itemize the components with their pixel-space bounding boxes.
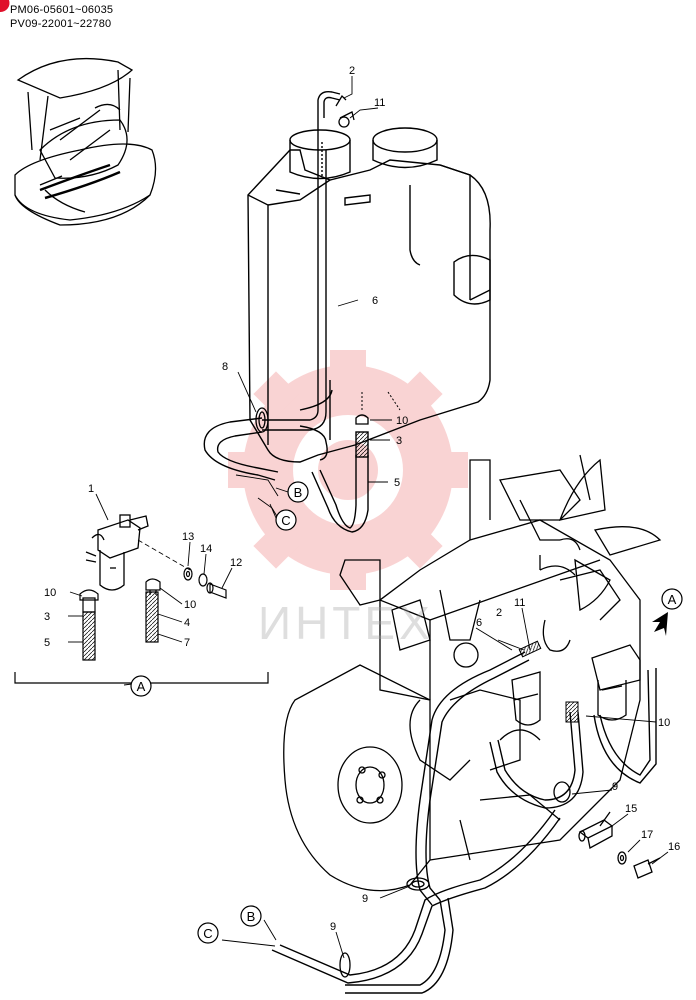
circle-b-bottom-text: B	[247, 909, 256, 924]
callout-3-inset: 3	[44, 611, 50, 623]
clamps-9	[339, 781, 571, 978]
circle-label-c-tank: C	[275, 509, 297, 531]
callout-15: 15	[625, 803, 637, 815]
clamp-11-top	[335, 94, 355, 128]
callout-7: 7	[184, 637, 190, 649]
circle-c-tank-text: C	[281, 513, 290, 528]
washers-bolt	[183, 567, 227, 599]
callout-12: 12	[230, 557, 242, 569]
callout-6-tank: 6	[372, 295, 378, 307]
callout-10-engine: 10	[658, 717, 670, 729]
callout-11-engine: 11	[514, 597, 525, 609]
circle-label-b-tank: B	[287, 481, 309, 503]
engine-fuel-hoses	[271, 651, 657, 994]
callout-11-top: 11	[374, 97, 385, 109]
hose-sleeve-10	[565, 701, 579, 723]
callout-16: 16	[668, 841, 680, 853]
bracket-15	[578, 811, 614, 849]
circle-a-inset-text: A	[137, 679, 146, 694]
callout-9-right: 9	[612, 781, 618, 793]
clamp-8	[255, 407, 269, 433]
corner-mark	[0, 0, 10, 13]
callout-6-engine: 6	[476, 617, 482, 629]
tank-fittings	[361, 391, 401, 412]
clamp-10-tank	[355, 414, 369, 425]
callout-10-tank: 10	[396, 415, 408, 427]
callout-2-top: 2	[349, 65, 355, 77]
view-a-arrow	[652, 612, 668, 636]
circle-label-c-bottom: C	[197, 922, 219, 944]
circle-c-bottom-text: C	[203, 926, 212, 941]
leader-lines	[68, 76, 669, 959]
circle-a-view-text: A	[668, 592, 677, 607]
callout-9-bottom: 9	[330, 921, 336, 933]
inset-hoses	[79, 578, 161, 661]
hose-b-c-tank	[203, 389, 333, 481]
engine-filter-pump	[511, 644, 641, 726]
washer-17	[617, 851, 627, 865]
fuel-filter-inset	[85, 514, 149, 591]
serial-range-2: PV09-22001~22780	[10, 18, 112, 30]
thumbnail-fuel-line	[39, 163, 121, 200]
serial-range-1: PM06-05601~06035	[10, 4, 114, 16]
callout-3-tank: 3	[396, 435, 402, 447]
watermark-logo	[228, 350, 468, 590]
bc-tank-leaders	[235, 474, 279, 519]
watermark-text: ИНТЕХ	[258, 597, 434, 649]
callout-5-tank: 5	[394, 477, 400, 489]
engine-block	[283, 454, 662, 892]
callout-4: 4	[184, 617, 190, 629]
circle-label-a-inset: A	[130, 675, 152, 697]
machine-thumbnail	[14, 57, 157, 226]
circle-b-tank-text: B	[294, 485, 303, 500]
callout-17: 17	[641, 829, 653, 841]
callout-1: 1	[88, 483, 94, 495]
callout-5-inset: 5	[44, 637, 50, 649]
callout-14: 14	[200, 543, 212, 555]
callout-8: 8	[222, 361, 228, 373]
hose-6-tank	[262, 90, 341, 431]
hose-5-tank	[311, 431, 369, 533]
fuel-tank	[247, 127, 491, 463]
circle-label-b-bottom: B	[240, 905, 262, 927]
callout-9-left: 9	[362, 893, 368, 905]
callout-2-engine: 2	[496, 607, 502, 619]
callout-10-inset-right: 10	[184, 599, 196, 611]
callout-13: 13	[182, 531, 194, 543]
callout-10-inset-left: 10	[44, 587, 56, 599]
bolt-axis-line	[137, 539, 191, 571]
callout-numbers: 2 11 6 8 10 3 5 1 13 14 12 10 10 3 4 5 7…	[44, 65, 680, 933]
circle-label-a-view: A	[661, 588, 683, 610]
